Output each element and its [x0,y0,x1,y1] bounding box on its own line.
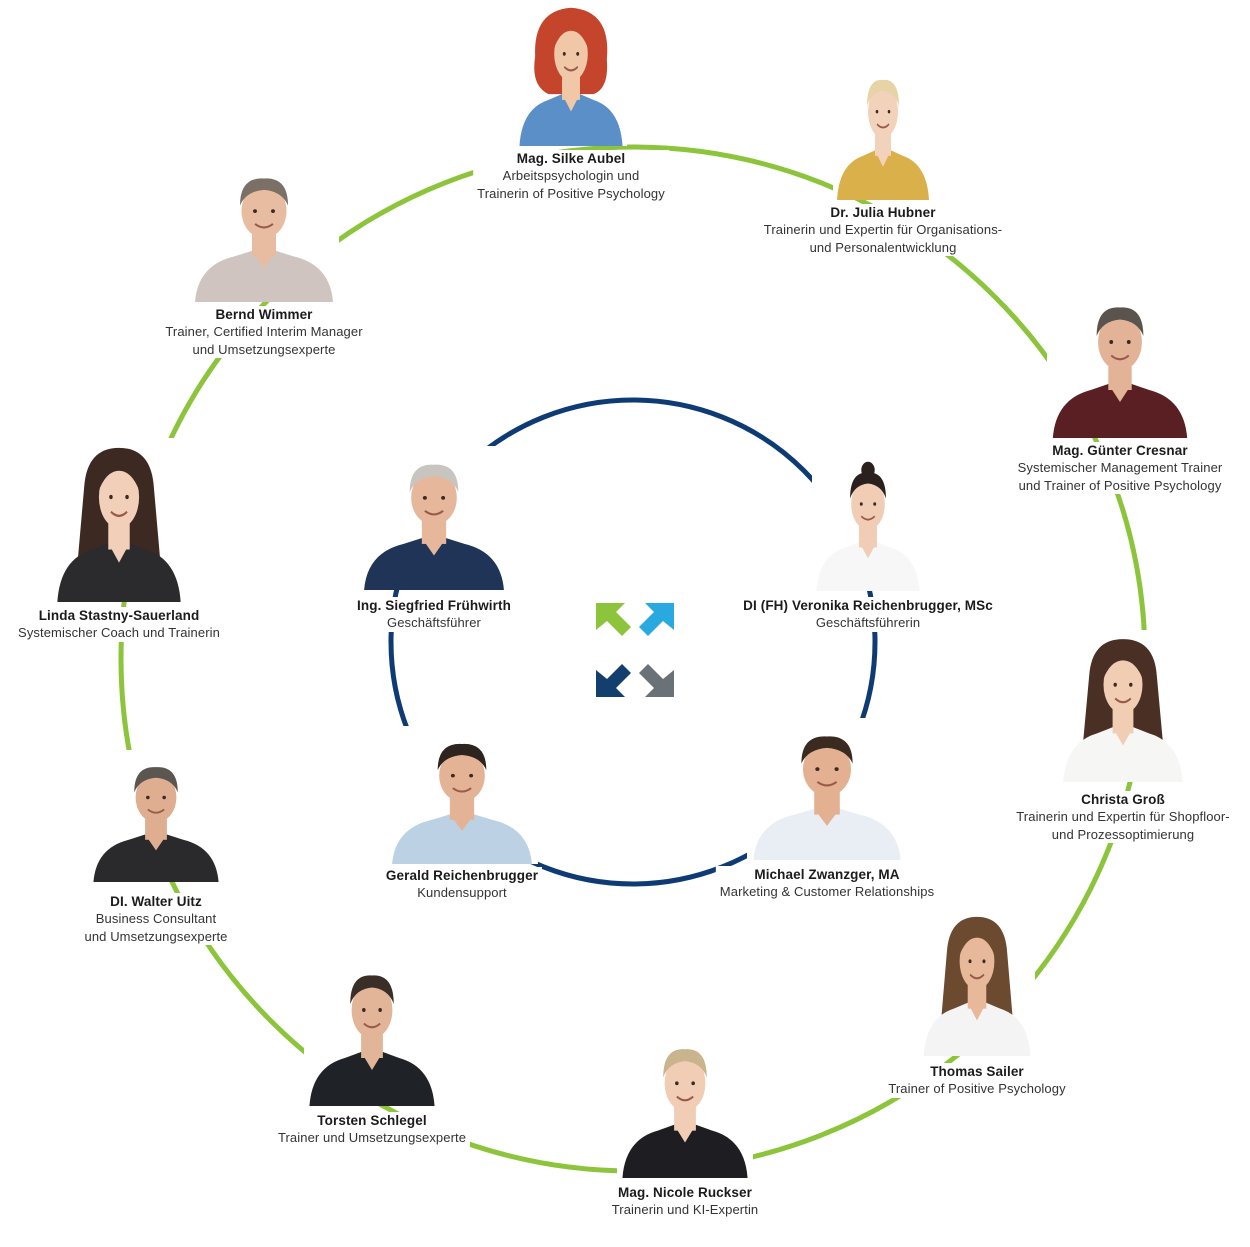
person-name: Michael Zwanzger, MA [754,867,900,882]
person-role-line: und Personalentwicklung [809,239,957,255]
logo-arrow-top-left [587,603,631,636]
logo-arrow-bottom-right [639,664,683,697]
person-name: Linda Stastny-Sauerland [38,608,200,623]
portrait-icon [392,743,532,864]
portrait-icon [364,464,504,590]
person-role-line: und Umsetzungsexperte [84,928,228,944]
person-name: Thomas Sailer [930,1064,1024,1079]
person-name: Mag. Günter Cresnar [1052,443,1188,458]
photo-bernd-wimmer [189,160,339,302]
person-role-line: Geschäftsführerin [815,615,921,630]
person-role-line: Trainer, Certified Interim Manager [165,324,363,339]
person-role-line: Kundensupport [417,885,507,900]
portrait-icon [622,1049,748,1178]
person-name: Mag. Silke Aubel [516,151,626,166]
person-role-line: Trainerin und Expertin für Organisations… [763,222,1003,237]
person-role-line: und Umsetzungsexperte [192,341,336,357]
portrait-icon [1052,307,1188,438]
portrait-icon [816,461,920,591]
person-michael-zwanzger: Michael Zwanzger, MA Marketing & Customer… [715,866,939,901]
person-name: Mag. Nicole Ruckser [618,1185,752,1200]
person-name: Bernd Wimmer [215,307,313,322]
person-name: Torsten Schlegel [317,1113,427,1128]
portrait-icon [309,975,435,1106]
person-role-line: Trainer of Positive Psychology [888,1081,1066,1096]
person-name: Christa Groß [1081,792,1165,807]
person-role-line: Trainerin of Positive Psychology [477,185,665,201]
photo-guenter-cresnar [1047,288,1193,438]
person-role-line: Geschäftsführer [387,615,481,630]
photo-gerald-reichenbrugger [386,726,538,864]
person-name: Gerald Reichenbrugger [385,868,539,883]
photo-michael-zwanzger [747,718,907,860]
logo-arrow-bottom-left [587,664,631,697]
inner-ring [388,397,878,887]
photo-linda-stastny [52,438,186,602]
person-name: Ing. Siegfried Frühwirth [357,598,511,613]
four-arrows-logo-icon [587,603,683,697]
photo-siegfried-fruehwirth [358,446,510,590]
portrait-icon [93,767,219,882]
portrait-icon [1063,639,1183,782]
person-name: DI. Walter Uitz [110,894,202,909]
portrait-icon [57,447,181,602]
person-role-line: und Trainer of Positive Psychology [1018,477,1222,493]
person-role-line: Systemischer Coach und Trainerin [18,625,220,640]
photo-silke-aubel [515,2,627,146]
logo-arrow-top-right [639,603,683,636]
person-role-line: Arbeitspsychologin und [502,168,640,183]
photo-christa-gross [1058,630,1188,782]
person-role-line: Trainer und Umsetzungsexperte [277,1130,467,1145]
photo-julia-hubner [833,62,933,200]
portrait-icon [837,79,929,200]
person-role-line: Trainerin und Expertin für Shopfloor- [1016,809,1230,824]
photo-nicole-ruckser [617,1030,753,1178]
photo-torsten-schlegel [304,956,440,1106]
portrait-icon [923,916,1031,1056]
person-role-line: Marketing & Customer Relationships [719,884,935,899]
portrait-icon [519,7,623,146]
person-role-line: und Prozessoptimierung [1051,826,1195,842]
person-role-line: Trainerin und KI-Expertin [611,1202,759,1217]
person-role-line: Systemischer Management Trainer [1017,460,1223,475]
person-role-line: Business Consultant [95,911,217,926]
portrait-icon [753,736,901,860]
photo-veronika-reichenbrugger [812,455,924,591]
photo-thomas-sailer [919,908,1035,1056]
person-name: Dr. Julia Hubner [830,205,936,220]
photo-walter-uitz [88,750,224,882]
person-name: DI (FH) Veronika Reichenbrugger, MSc [743,598,993,613]
portrait-icon [195,178,333,302]
